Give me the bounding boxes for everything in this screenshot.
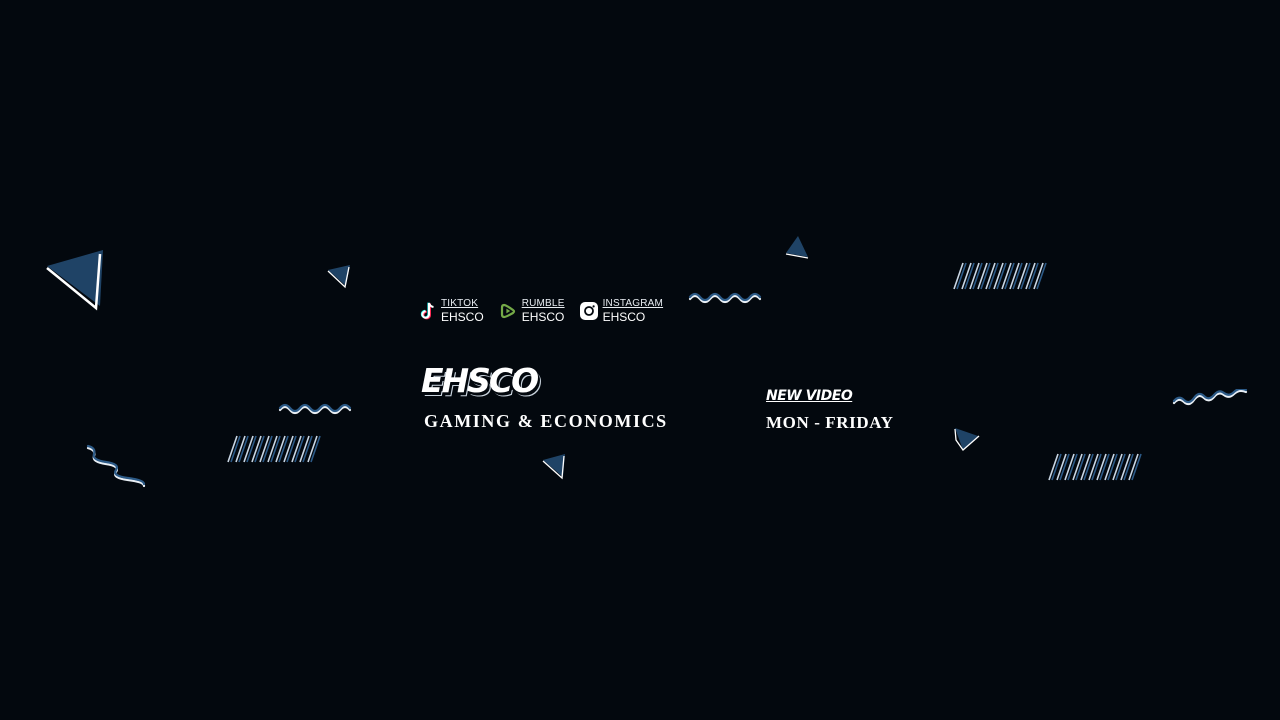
- rumble-icon: [500, 303, 515, 319]
- squiggle-top-center: [688, 292, 762, 304]
- instagram-label: INSTAGRAM: [602, 298, 664, 309]
- stripes-top-right: [953, 262, 1047, 290]
- social-rumble[interactable]: RUMBLE EHSCO: [498, 299, 565, 323]
- brand-logo: EHSCO: [421, 361, 539, 400]
- stripes-bottom-right: [1048, 453, 1142, 481]
- tiktok-icon: [420, 302, 434, 320]
- triangle-bottom-center: [542, 454, 565, 480]
- rumble-handle: EHSCO: [521, 310, 565, 324]
- social-tiktok[interactable]: TIKTOK EHSCO: [419, 299, 484, 323]
- rumble-label: RUMBLE: [521, 298, 565, 309]
- tiktok-label: TIKTOK: [441, 298, 479, 309]
- instagram-handle: EHSCO: [602, 310, 646, 324]
- brand-tagline: GAMING & ECONOMICS: [424, 411, 668, 431]
- squiggle-diagonal-left: [86, 444, 146, 488]
- squiggle-left: [278, 403, 352, 415]
- instagram-icon: [579, 302, 598, 320]
- triangle-small-left: [327, 265, 350, 289]
- schedule-days: MON - FRIDAY: [766, 413, 894, 432]
- triangle-top-center: [785, 236, 809, 259]
- squiggle-right: [1172, 389, 1248, 406]
- triangle-right: [954, 428, 980, 451]
- social-instagram[interactable]: INSTAGRAM EHSCO: [579, 299, 664, 323]
- stripes-left: [227, 435, 321, 463]
- schedule-heading: NEW VIDEO: [766, 388, 853, 404]
- social-links: TIKTOK EHSCO RUMBLE EHSCO INSTAGRAM EHS: [419, 299, 663, 323]
- tiktok-handle: EHSCO: [441, 310, 484, 324]
- triangle-large-left: [46, 250, 103, 311]
